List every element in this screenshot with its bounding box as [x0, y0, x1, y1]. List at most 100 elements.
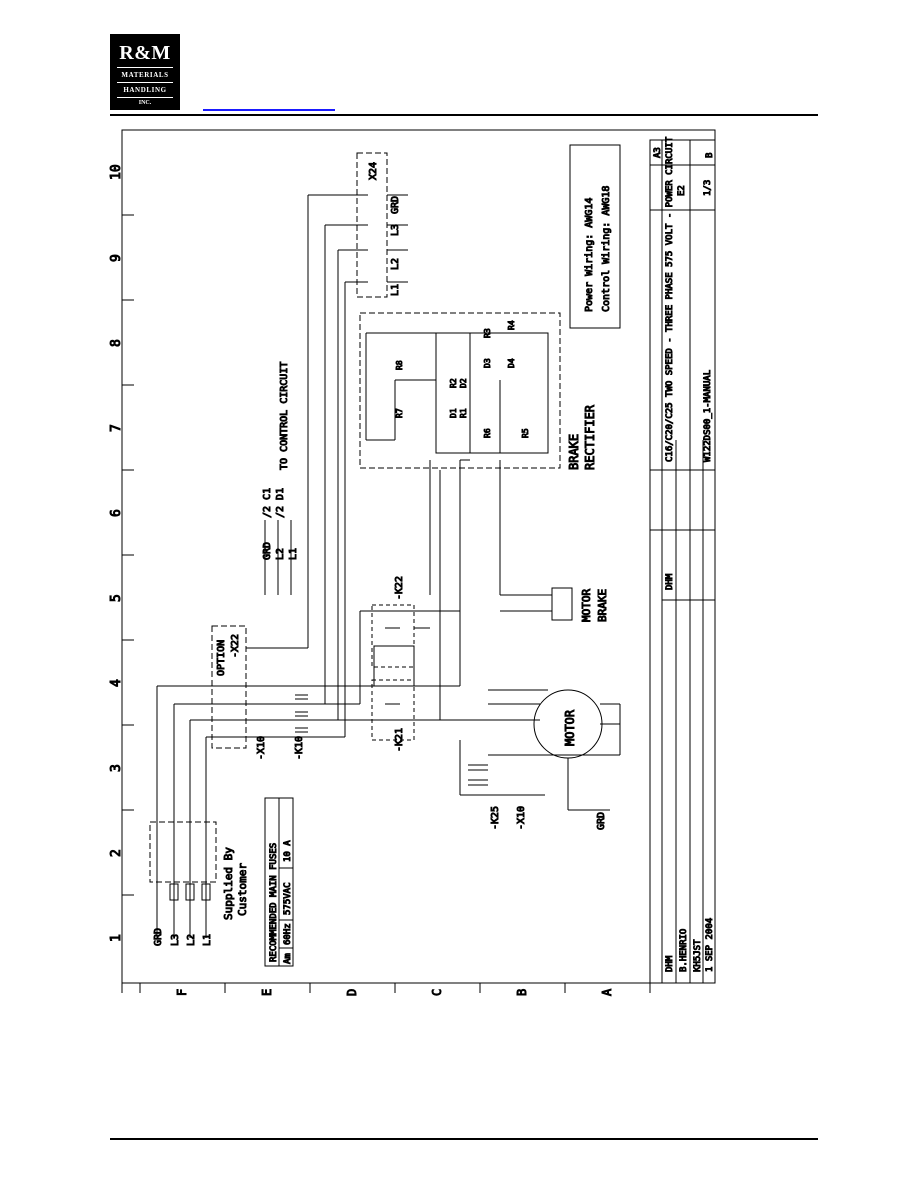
col-label-9: 9 — [109, 254, 124, 262]
drawing-frame — [121, 129, 716, 984]
k-bus-lines — [359, 459, 470, 721]
fuse-table-c3: 575VAC — [283, 882, 293, 915]
label-l1-x24: L1 — [390, 284, 401, 296]
label-option: OPTION — [216, 640, 227, 676]
label-k21: -K21 — [394, 728, 405, 752]
logo-line-inc: INC. — [138, 100, 152, 106]
label-k25: -K25 — [490, 806, 501, 830]
supplied-by-line2: Customer — [236, 863, 249, 916]
col-label-3: 3 — [109, 764, 124, 772]
label-x22: -X22 — [230, 634, 241, 658]
logo-line-materials: MATERIALS — [121, 71, 169, 79]
label-r1: R1 — [459, 408, 468, 418]
fuse-table-c4: 10 A — [283, 840, 293, 862]
label-r4: R4 — [507, 320, 516, 330]
row-label-A: A — [600, 988, 614, 996]
tb-project: KH5JST — [693, 939, 703, 972]
tb-size: A3 — [653, 147, 663, 158]
tb-drawing-no: W122DS00_1-MANUAL — [703, 370, 713, 462]
wiring-legend-box — [569, 144, 621, 329]
contactor-k22 — [371, 604, 415, 687]
tb-rev: B — [705, 153, 715, 158]
col-label-1: 1 — [109, 934, 124, 942]
fuse-table-c2: 60Hz — [283, 923, 293, 945]
logo-brand: R&M — [119, 42, 171, 64]
control-circuit-lines — [264, 520, 292, 595]
col-label-7: 7 — [109, 424, 124, 432]
supplied-by-line1: Supplied By — [222, 847, 235, 920]
label-k10: -K10 — [294, 736, 305, 760]
fuse-table-c1: Am — [283, 953, 293, 964]
title-block — [649, 139, 716, 984]
label-r8: R8 — [395, 360, 404, 370]
tb-sheet-label: E2 — [677, 185, 687, 196]
label-l2-x24: L2 — [390, 258, 401, 270]
motor — [459, 689, 621, 811]
rectifier-internals — [365, 332, 549, 454]
header-rule — [110, 114, 818, 116]
label-x24: X24 — [368, 162, 379, 180]
label-x10-terminal: -X10 — [256, 736, 267, 760]
label-l2-supply: L2 — [186, 934, 197, 946]
power-lines — [226, 194, 488, 738]
label-motor-brake-2: BRAKE — [596, 589, 609, 622]
label-motor: MOTOR — [563, 709, 577, 746]
label-x10-motor: -X10 — [516, 806, 527, 830]
tb-drawn: DHM — [665, 955, 675, 972]
row-label-B: B — [515, 989, 529, 996]
tb-approved: DHM — [665, 573, 675, 590]
label-brake: BRAKE — [567, 434, 581, 470]
tb-date: 1 SEP 2004 — [705, 918, 715, 972]
row-ticks — [139, 983, 651, 993]
label-l3-x24: L3 — [390, 224, 401, 236]
fuse-table — [264, 797, 294, 967]
label-d4: D4 — [507, 358, 516, 368]
row-labels: F E D C B A — [175, 988, 615, 997]
row-label-E: E — [260, 989, 274, 996]
col-label-10: 10 — [109, 164, 124, 180]
col-label-4: 4 — [109, 679, 124, 687]
col-label-2: 2 — [109, 849, 124, 857]
footer-rule — [110, 1138, 818, 1140]
row-label-D: D — [345, 989, 359, 996]
legend-control: Control Wiring: AWG18 — [601, 186, 612, 312]
label-l2-control: L2 — [275, 548, 286, 560]
label-r7: R7 — [395, 408, 404, 418]
legend-power: Power Wiring: AWG14 — [584, 198, 595, 312]
col-label-5: 5 — [109, 594, 124, 602]
label-grd-supply: GRD — [153, 928, 164, 946]
column-ticks — [122, 214, 134, 896]
label-r5: R5 — [521, 428, 530, 438]
label-grd-x24: GRD — [390, 196, 401, 214]
label-k22: -K22 — [394, 576, 405, 600]
col-label-8: 8 — [109, 339, 124, 347]
x22-option-box — [211, 625, 247, 749]
label-d1-ref: /2 D1 — [275, 488, 286, 518]
fuse-table-title: RECOMMENDED MAIN FUSES — [269, 843, 279, 962]
tb-checked: B.HENRIO — [679, 929, 689, 972]
label-l1-control: L1 — [288, 548, 299, 560]
label-c1-ref: /2 C1 — [262, 488, 273, 518]
supply-lines — [156, 685, 226, 938]
customer-box — [149, 821, 217, 883]
label-to-control: TO CONTROL CIRCUIT — [279, 362, 290, 470]
label-r6: R6 — [483, 428, 492, 438]
row-label-C: C — [430, 989, 444, 996]
label-d1: D1 — [449, 408, 458, 418]
label-d3: D3 — [483, 358, 492, 368]
fuse-l1 — [201, 883, 211, 901]
label-l3-supply: L3 — [170, 934, 181, 946]
fuse-l2 — [185, 883, 195, 901]
tb-title: C16/C20/C25 TWO SPEED - THREE PHASE 575 … — [665, 136, 675, 462]
contactor-k21 — [371, 679, 415, 741]
column-labels: 1 2 3 4 5 6 7 8 9 10 — [109, 164, 125, 943]
label-d2: D2 — [459, 378, 468, 388]
logo-line-handling: HANDLING — [123, 86, 167, 94]
x24-outputs — [387, 194, 408, 283]
label-grd-motor: GRD — [596, 812, 607, 830]
header-link[interactable] — [203, 109, 335, 111]
col-label-6: 6 — [109, 509, 124, 517]
brake-rectifier-box — [359, 312, 561, 469]
label-r2: R2 — [449, 378, 458, 388]
